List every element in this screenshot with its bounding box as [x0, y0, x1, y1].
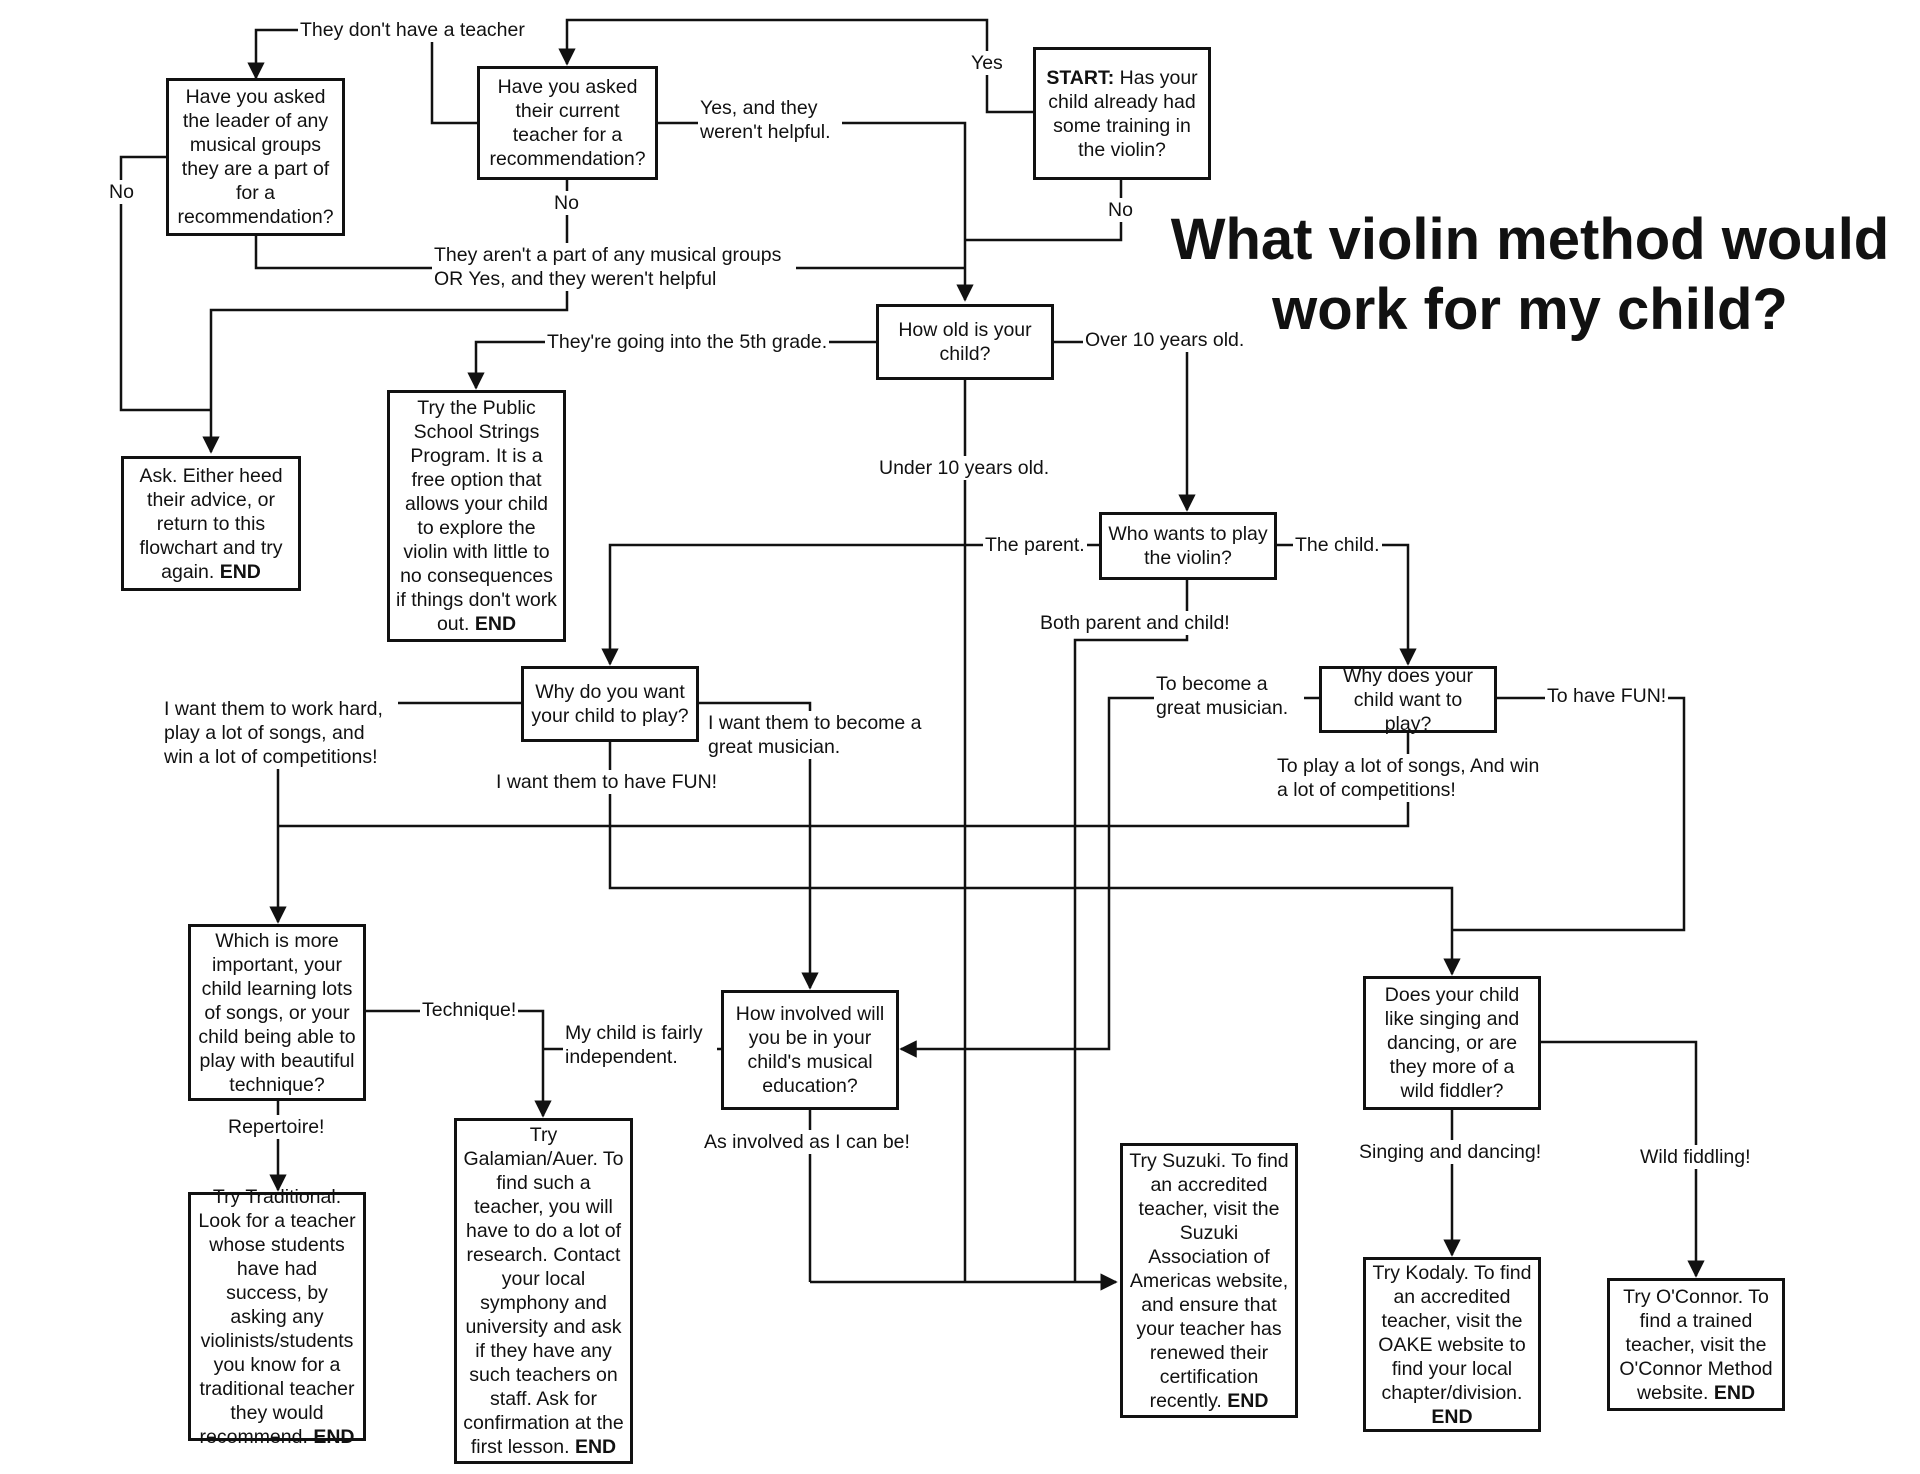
- node-text: Try the Public School Strings Program. I…: [396, 397, 557, 635]
- label-great-musician-parent: I want them to become a great musician.: [706, 711, 930, 759]
- node-suzuki: Try Suzuki. To find an accredited teache…: [1120, 1143, 1298, 1418]
- node-how-involved: How involved will you be in your child's…: [721, 990, 899, 1110]
- connector-over-10: [1054, 340, 1196, 512]
- node-singing-dancing: Does your child like singing and dancing…: [1363, 976, 1541, 1110]
- label-under-10: Under 10 years old.: [877, 456, 1052, 480]
- label-start-yes: Yes: [969, 51, 1005, 75]
- connector-great-musician-child: [899, 696, 1319, 1058]
- end-marker: END: [1227, 1389, 1269, 1412]
- node-text: Has your child already had some training…: [1048, 66, 1198, 161]
- connector-technique: [366, 1009, 552, 1118]
- node-who-wants: Who wants to play the violin?: [1099, 512, 1277, 580]
- label-the-child: The child.: [1293, 533, 1382, 557]
- node-kodaly: Try Kodaly. To find an accredited teache…: [1363, 1257, 1541, 1432]
- node-text: Which is more important, your child lear…: [198, 929, 356, 1096]
- connector-both: [1073, 580, 1189, 1282]
- node-text: Try Galamian/Auer. To find such a teache…: [463, 1124, 624, 1458]
- label-independent: My child is fairly independent.: [563, 1021, 717, 1069]
- end-marker: END: [1431, 1405, 1473, 1428]
- connector-wild: [1541, 1040, 1705, 1278]
- label-fifth-grade: They're going into the 5th grade.: [545, 330, 830, 354]
- page-title: What violin method would work for my chi…: [1170, 207, 1890, 342]
- label-yes-unhelpful: Yes, and they weren't helpful.: [698, 96, 842, 144]
- node-text: Try Traditional. Look for a teacher whos…: [198, 1185, 356, 1448]
- connector-parent: [601, 543, 1099, 666]
- label-fun-child: To have FUN!: [1545, 684, 1669, 708]
- connector-start-yes: [558, 18, 1033, 114]
- label-teacher-no: No: [552, 191, 581, 215]
- start-lead: START:: [1046, 66, 1115, 89]
- label-fun-parent: I want them to have FUN!: [494, 770, 720, 794]
- node-text: Who wants to play the violin?: [1108, 523, 1268, 569]
- label-repertoire: Repertoire!: [226, 1115, 327, 1139]
- node-why-child: Why does your child want to play?: [1319, 664, 1497, 735]
- end-marker: END: [313, 1425, 355, 1448]
- node-text: Have you asked the leader of any musical…: [177, 86, 334, 228]
- label-involved: As involved as I can be!: [702, 1130, 912, 1154]
- node-how-old: How old is your child?: [876, 304, 1054, 380]
- node-text: Ask. Either heed their advice, or return…: [139, 464, 283, 583]
- label-work-hard: I want them to work hard, play a lot of …: [162, 697, 398, 769]
- label-songs-competitions: To play a lot of songs, And win a lot of…: [1275, 754, 1549, 802]
- node-why-you: Why do you want your child to play?: [521, 666, 699, 742]
- end-marker: END: [1713, 1381, 1756, 1404]
- node-text: How old is your child?: [898, 319, 1032, 365]
- label-start-no: No: [1106, 198, 1135, 222]
- node-text: Have you asked their current teacher for…: [489, 76, 646, 170]
- node-public-school: Try the Public School Strings Program. I…: [387, 390, 566, 642]
- connector-start-no: [965, 180, 1123, 242]
- node-start: START: Has your child already had some t…: [1033, 47, 1211, 180]
- node-oconnor: Try O'Connor. To find a trained teacher,…: [1607, 1278, 1785, 1411]
- end-marker: END: [219, 560, 261, 583]
- label-technique: Technique!: [420, 998, 519, 1022]
- connector-leader-no: [119, 155, 211, 412]
- node-ask-either: Ask. Either heed their advice, or return…: [121, 456, 301, 591]
- label-both: Both parent and child!: [1038, 611, 1232, 635]
- node-text: Try Suzuki. To find an accredited teache…: [1129, 1149, 1289, 1412]
- node-which-important: Which is more important, your child lear…: [188, 924, 366, 1101]
- end-marker: END: [574, 1436, 617, 1458]
- label-singing: Singing and dancing!: [1357, 1140, 1544, 1164]
- label-over-10: Over 10 years old.: [1083, 328, 1247, 352]
- node-text: Try O'Connor. To find a trained teacher,…: [1619, 1285, 1773, 1404]
- node-text: Try Kodaly. To find an accredited teache…: [1372, 1261, 1532, 1404]
- connector-great-musician-parent: [699, 701, 819, 990]
- node-asked-leader: Have you asked the leader of any musical…: [166, 78, 345, 236]
- end-marker: END: [474, 613, 517, 635]
- label-the-parent: The parent.: [983, 533, 1087, 557]
- node-asked-teacher: Have you asked their current teacher for…: [477, 66, 658, 180]
- label-wild: Wild fiddling!: [1638, 1145, 1753, 1169]
- node-galamian: Try Galamian/Auer. To find such a teache…: [454, 1118, 633, 1464]
- node-text: Why does your child want to play?: [1342, 664, 1474, 735]
- label-great-musician-child: To become a great musician.: [1154, 672, 1304, 720]
- node-text: Does your child like singing and dancing…: [1384, 984, 1520, 1102]
- node-text: Why do you want your child to play?: [531, 681, 689, 727]
- node-text: How involved will you be in your child's…: [735, 1003, 885, 1097]
- label-leader-no: No: [107, 180, 136, 204]
- label-not-part-groups: They aren't a part of any musical groups…: [432, 243, 796, 291]
- node-traditional: Try Traditional. Look for a teacher whos…: [188, 1186, 366, 1448]
- label-no-teacher: They don't have a teacher: [298, 18, 527, 42]
